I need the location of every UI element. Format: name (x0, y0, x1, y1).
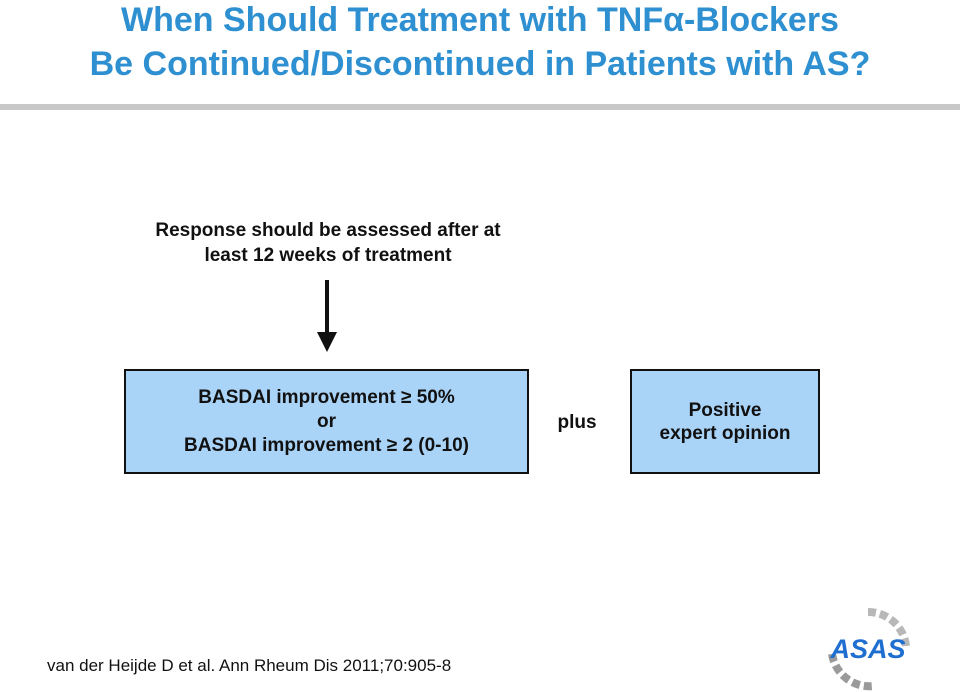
logo-text: ASAS (829, 634, 905, 664)
expert-opinion-box: Positive expert opinion (630, 369, 820, 474)
title-line-2: Be Continued/Discontinued in Patients wi… (89, 45, 871, 83)
response-line-1: Response should be assessed after at (155, 220, 501, 241)
response-text: Response should be assessed after at lea… (118, 218, 538, 268)
title-line-1: When Should Treatment with TNFα-Blockers (121, 1, 839, 39)
asas-logo: ASAS (828, 607, 910, 691)
expert-line-1: Positive (688, 399, 762, 421)
expert-line-2: expert opinion (659, 422, 791, 444)
slide-title: When Should Treatment with TNFα-Blockers… (0, 0, 960, 86)
basdai-line-1: BASDAI improvement ≥ 50% (198, 386, 455, 408)
basdai-or: or (317, 410, 336, 432)
basdai-line-2: BASDAI improvement ≥ 2 (0-10) (184, 434, 469, 456)
plus-label: plus (557, 412, 597, 433)
basdai-criteria-box: BASDAI improvement ≥ 50% or BASDAI impro… (124, 369, 529, 474)
down-arrow-icon (317, 280, 337, 352)
title-divider (0, 104, 960, 110)
citation: van der Heijde D et al. Ann Rheum Dis 20… (47, 656, 452, 675)
response-line-2: least 12 weeks of treatment (204, 245, 452, 266)
